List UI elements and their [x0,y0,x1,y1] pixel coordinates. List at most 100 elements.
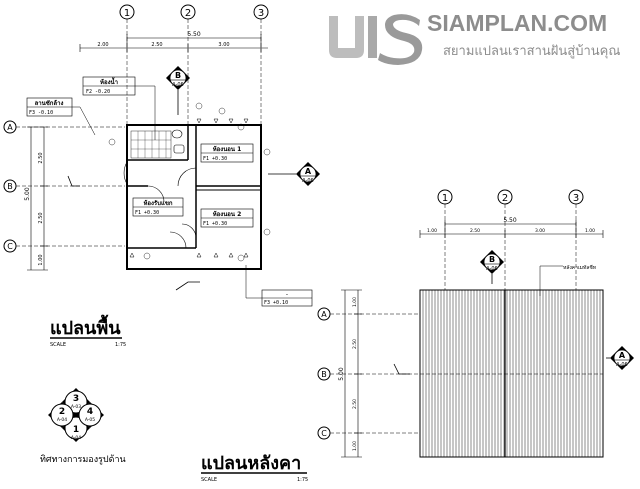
room-name-porch: - [286,291,288,298]
door-swing-icon [123,161,128,185]
roof-dim-total-left: 5.00 [338,367,345,381]
room-level-bedroom2: F1 +0.30 [203,221,227,227]
roof-dim-left-2: 2.50 [352,339,358,349]
room-level-bedroom1: F1 +0.30 [203,156,227,162]
window-markers [108,102,271,262]
roof-dims-top: 5.50 1.00 2.50 3.00 1.00 [419,217,604,238]
roof-dim-total-top: 5.50 [503,217,517,224]
floor-walls [126,124,262,270]
grid-label-a: A [7,123,13,132]
dim-total-top: 5.50 [187,31,201,38]
room-tag-bathroom: ห้องน้ำ F2 -0.20 [82,76,156,140]
shower-tiles [130,130,172,159]
dim-left-3: 1.00 [38,254,44,265]
roof-section-marker-b[interactable]: B A-06 [480,250,504,284]
floor-plan-title: แปลนพื้น [50,314,121,339]
door-swing-icon [169,231,187,249]
room-tag-living: ห้องรับแขก F1 +0.30 [132,197,184,217]
grid-label-3: 3 [258,8,264,19]
roof-section-marker-a[interactable]: A A-06 [606,346,634,370]
roof-dims-left: 5.00 1.00 2.50 2.50 1.00 [338,289,362,458]
dim-total-left: 5.00 [24,187,31,201]
elev-top-sheet: A-03 [71,404,81,410]
siamplan-logo[interactable]: SIAMPLAN.COM สยามแปลนเราสานฝันสู่บ้านคุณ [329,10,620,66]
floor-plan-scale-label: SCALE [50,342,66,348]
elev-left-num: 2 [59,407,65,417]
floor-plan-scale-value: 1:75 [115,342,126,348]
floor-plan-title-block: แปลนพื้น SCALE 1:75 [50,314,126,348]
floor-doors [123,161,197,249]
roof-plan-scale-label: SCALE [201,477,217,483]
dim-top-1: 2.00 [97,42,108,48]
roof-dim-left-4: 1.00 [352,441,358,451]
roof-dim-left-1: 1.00 [352,297,358,307]
dim-left-2: 2.50 [38,212,44,223]
door-swing-icon [181,223,197,239]
roof-grid-bubbles-top: 1 2 3 [437,189,584,290]
elev-top-num: 3 [73,394,79,404]
floor-grid-bubbles-left: A B C [3,120,125,253]
elev-right-sheet: A-05 [85,417,95,423]
room-name-bathroom: ห้องน้ำ [100,76,118,86]
floor-plan: 1 2 3 5.50 2.00 2.50 3.00 A B [3,4,320,348]
elev-bottom-sheet: A-04 [71,435,81,441]
section-a-letter: A [305,167,312,176]
roof-plan-title: แปลนหลังคา [201,453,301,474]
door-swing-icon [147,185,165,203]
roof-section-a-sheet: A-06 [616,362,627,368]
floor-dims-top: 5.50 2.00 2.50 3.00 [79,31,268,52]
room-name-laundry: ลานซักล้าง [35,99,64,107]
roof-grid-label-2: 2 [502,193,508,204]
roof-section-b-sheet: A-06 [486,266,497,272]
roof-grid-bubbles-left: A B C [317,307,420,440]
section-marker-b[interactable]: B A-06 [166,66,190,115]
section-a-sheet: A-06 [302,178,313,184]
roof-grid-label-a: A [321,310,327,319]
room-name-living: ห้องรับแขก [143,199,172,207]
elevation-marker-top[interactable]: 3 A-03 [71,394,81,410]
elevation-key: 3 A-03 2 A-04 4 A-05 1 A-04 ทิศทางการมอง… [40,388,126,465]
roof-section-a-letter: A [619,351,626,360]
roof-dim-top-2: 2.50 [470,228,480,234]
grid-label-2: 2 [185,8,191,19]
room-name-bedroom2: ห้องนอน 2 [213,210,242,218]
metal-sheet-hatch [422,290,601,457]
dim-top-3: 3.00 [218,42,229,48]
roof-grid-label-3: 3 [573,193,579,204]
elev-right-num: 4 [87,407,93,417]
room-level-laundry: F3 -0.10 [29,110,53,116]
elevation-marker-bottom[interactable]: 1 A-04 [71,425,81,441]
room-level-porch: F3 +0.10 [264,300,288,306]
grid-label-b: B [7,182,13,191]
brand-tagline: สยามแปลนเราสานฝันสู่บ้านคุณ [443,44,620,59]
roof-plan: 1 2 3 5.50 1.00 2.50 3.00 1.00 [201,189,634,483]
room-level-living: F1 +0.30 [135,210,159,216]
elevation-key-caption: ทิศทางการมองรูปด้าน [40,454,126,465]
room-tag-bedroom1: ห้องนอน 1 F1 +0.30 [200,143,254,163]
roof-dim-top-4: 1.00 [585,228,595,234]
grid-label-1: 1 [124,8,130,19]
grid-label-c: C [7,242,13,251]
roof-dim-top-3: 3.00 [535,228,545,234]
room-tag-laundry: ลานซักล้าง F3 -0.10 [26,97,96,136]
sink-icon [173,144,185,154]
section-b-letter: B [175,71,181,80]
elevation-marker-left[interactable]: 2 A-04 [57,407,67,423]
section-marker-a[interactable]: A A-06 [268,162,320,186]
floor-grid-bubbles-top: 1 2 3 [119,4,269,124]
room-tag-porch: - F3 +0.10 [245,265,313,307]
roof-grid-label-1: 1 [442,193,448,204]
roof-note-text: หลังคาเมทัลชีท [563,264,596,271]
elev-left-sheet: A-04 [57,417,67,423]
room-level-bathroom: F2 -0.20 [86,89,110,95]
room-name-bedroom1: ห้องนอน 1 [213,145,242,153]
floor-dims-left: 5.00 2.50 2.50 1.00 [24,126,48,271]
roof-dim-left-3: 2.50 [352,399,358,409]
roof-section-b-letter: B [489,255,495,264]
roof-grid-label-b: B [321,370,327,379]
elevation-marker-right[interactable]: 4 A-05 [85,407,95,423]
bathroom-fixtures [130,129,185,159]
roof-outline [419,289,604,458]
